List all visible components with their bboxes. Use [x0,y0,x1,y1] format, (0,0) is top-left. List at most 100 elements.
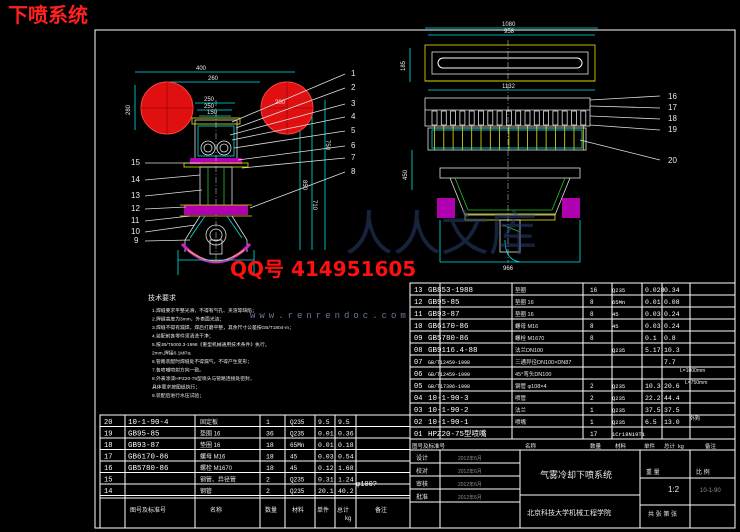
row-mat: Q235 [612,395,625,402]
row-total: 1.24 [338,477,354,484]
nozzle [468,110,475,126]
row-total: 0.34 [664,287,680,294]
row-qty: 1 [590,419,594,426]
dim-750: 750 [324,140,330,151]
row-mat: 45 [612,323,619,330]
row-name: 喷嘴 [515,418,527,426]
row-unit: 0.03 [318,454,334,461]
dim-200: 200 [275,100,286,106]
callout-9: 9 [134,236,139,245]
row-total: 0.36 [338,431,354,438]
row-unit: 0.01 [645,299,661,306]
row-no: 12 [414,299,422,307]
row-code: GB/T12459-1998 [428,360,470,366]
dim-850: 850 [301,180,307,191]
dim-400: 400 [196,66,207,72]
right-front-view: 1080 958 185 1132 450 966 [401,22,598,272]
row-name: 螺栓 M1670 [515,334,544,342]
hdr-qty: 数量 [265,506,277,514]
hdr-mat: 材料 [292,506,304,514]
row-qty: 2 [590,383,594,390]
tb-role-3: 批准 [416,493,428,501]
row-unit: 0.12 [318,465,334,472]
row-code: HPZ20-75型喷嘴 [428,428,487,439]
dim-450: 450 [403,169,409,180]
row-name: 垫圈 [515,286,527,294]
dim-250: 250 [204,97,215,103]
left-side-view: 400 260 250 250 150 280 850 750 710 200 [126,66,330,275]
tb-system-name: 气雾冷却下喷系统 [540,469,612,480]
note-L1000: L=1000mm [680,368,705,374]
hdr-mat: 材料 [615,442,627,450]
tech-req-line: 2.焊缝高度为3mm，外表面光洁； [152,316,224,323]
callout-2: 2 [351,83,356,92]
row-no: 03 [414,407,422,415]
tech-req-title: 技术要求 [148,293,176,302]
row-unit: 0.03 [645,323,661,330]
row-mat: Q235 [290,477,305,484]
row-total: 10.3 [664,347,680,354]
row-total: 37.5 [664,407,680,414]
callout-1: 1 [351,69,356,78]
dim-1080: 1080 [502,22,516,28]
callout-4: 4 [351,112,356,121]
row-no: 06 [414,371,422,379]
tech-req-line: 3.焊缝不得有漏焊，焊后打磨平整，其余尺寸公差按GB/T1804-m； [152,324,294,331]
row-total: 0.8 [664,335,676,342]
hdr-unit: 单件 [644,442,656,450]
nozzle [524,110,531,126]
tech-req-line: 7.各喷嘴喷射方向一致。 [152,367,204,374]
row-no: 16 [104,465,112,473]
tb-scale-label: 比 例 [696,468,710,476]
hdr-code: 图号及标准号 [412,442,446,450]
dim-260: 260 [208,76,219,82]
row-name: 固定板 [200,418,218,426]
row-code: GB93-87 [428,311,460,319]
row-no: 20 [104,419,112,427]
row-qty: 18 [266,465,274,472]
row-name: 螺栓 M1670 [200,464,233,472]
left-callouts: 1 2 3 4 5 6 7 8 15 14 13 12 11 10 9 [131,69,356,245]
row-mat: Q235 [612,287,625,294]
row-qty: 8 [590,311,594,318]
row-mat: Q235 [290,419,305,426]
row-mat: Q235 [612,383,625,390]
row-unit: 0.03 [645,311,661,318]
row-no: 02 [414,419,422,427]
row-code: 10-1-90-4 [128,419,169,427]
row-mat: Q235 [290,431,305,438]
callout-15: 15 [131,158,140,167]
row-unit: 5.17 [645,347,661,354]
row-name: 垫圈 16 [200,441,221,449]
row-code: GB5780-86 [128,465,169,473]
row-code: GB95-85 [428,299,460,307]
right-callouts: 16 17 18 19 20 [579,92,677,165]
row-code: GB/T17396-1998 [428,384,470,390]
hdr-name: 名称 [210,506,222,514]
row-mat: Q235 [612,347,625,354]
row-qty: 2 [590,395,594,402]
hdr-note: 备注 [375,506,387,514]
tech-req-line: 4.装配前各零件须清洗干净； [152,333,214,340]
dim-958: 958 [504,29,515,35]
tb-date-1: 2012年6月 [458,468,482,475]
nozzle [515,110,522,126]
row-name: 垫圈 16 [515,298,534,306]
callout-18: 18 [668,114,677,123]
note-L750: L=750mm [685,380,707,386]
callout-10: 10 [131,227,140,236]
dim-185: 185 [401,60,407,71]
row-code: GB6170-86 [128,454,169,462]
row-total: 0.18 [338,442,354,449]
row-no: 18 [104,442,112,450]
hdr-kg: kg [678,444,684,450]
